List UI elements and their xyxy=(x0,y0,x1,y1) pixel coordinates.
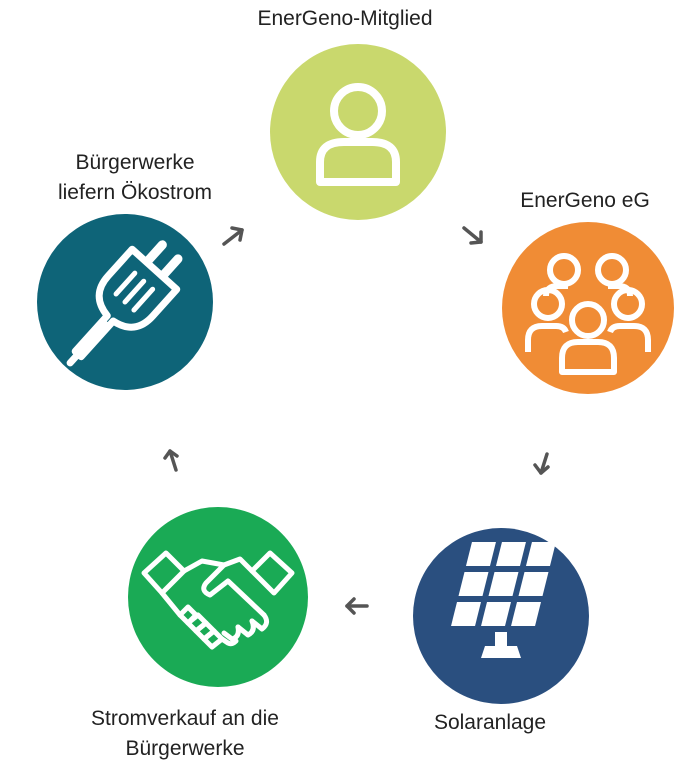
sale-node xyxy=(128,507,308,687)
node-label-sale-line1: Stromverkauf an die xyxy=(91,707,279,730)
node-label-buergerwerke-line1: Bürgerwerke xyxy=(75,151,195,174)
node-label-sale-line2: Bürgerwerke xyxy=(125,737,245,760)
arrow-buergerwerke-to-member-icon xyxy=(222,226,244,246)
solar-panel-icon xyxy=(451,542,556,658)
arrow-member-to-cooperative-icon xyxy=(462,226,483,245)
node-label-buergerwerke: Bürgerwerke liefern Ökostrom xyxy=(10,148,260,208)
group-icon xyxy=(525,253,651,375)
node-label-solar: Solaranlage xyxy=(433,711,547,734)
solar-node xyxy=(413,528,589,704)
arrow-cooperative-to-solar-icon xyxy=(533,452,550,475)
arrow-solar-to-sale-icon xyxy=(345,597,369,615)
member-node xyxy=(270,44,446,220)
plug-icon xyxy=(66,240,183,367)
handshake-icon xyxy=(141,550,295,650)
person-icon xyxy=(316,83,400,186)
node-label-sale: Stromverkauf an die Bürgerwerke xyxy=(45,704,325,764)
buergerwerke-node xyxy=(37,214,213,390)
node-label-buergerwerke-line2: liefern Ökostrom xyxy=(57,181,213,204)
arrow-sale-to-buergerwerke-icon xyxy=(163,449,179,472)
cooperative-node xyxy=(502,222,674,394)
node-label-cooperative: EnerGeno eG xyxy=(520,189,650,212)
node-label-member: EnerGeno-Mitglied xyxy=(257,7,433,30)
